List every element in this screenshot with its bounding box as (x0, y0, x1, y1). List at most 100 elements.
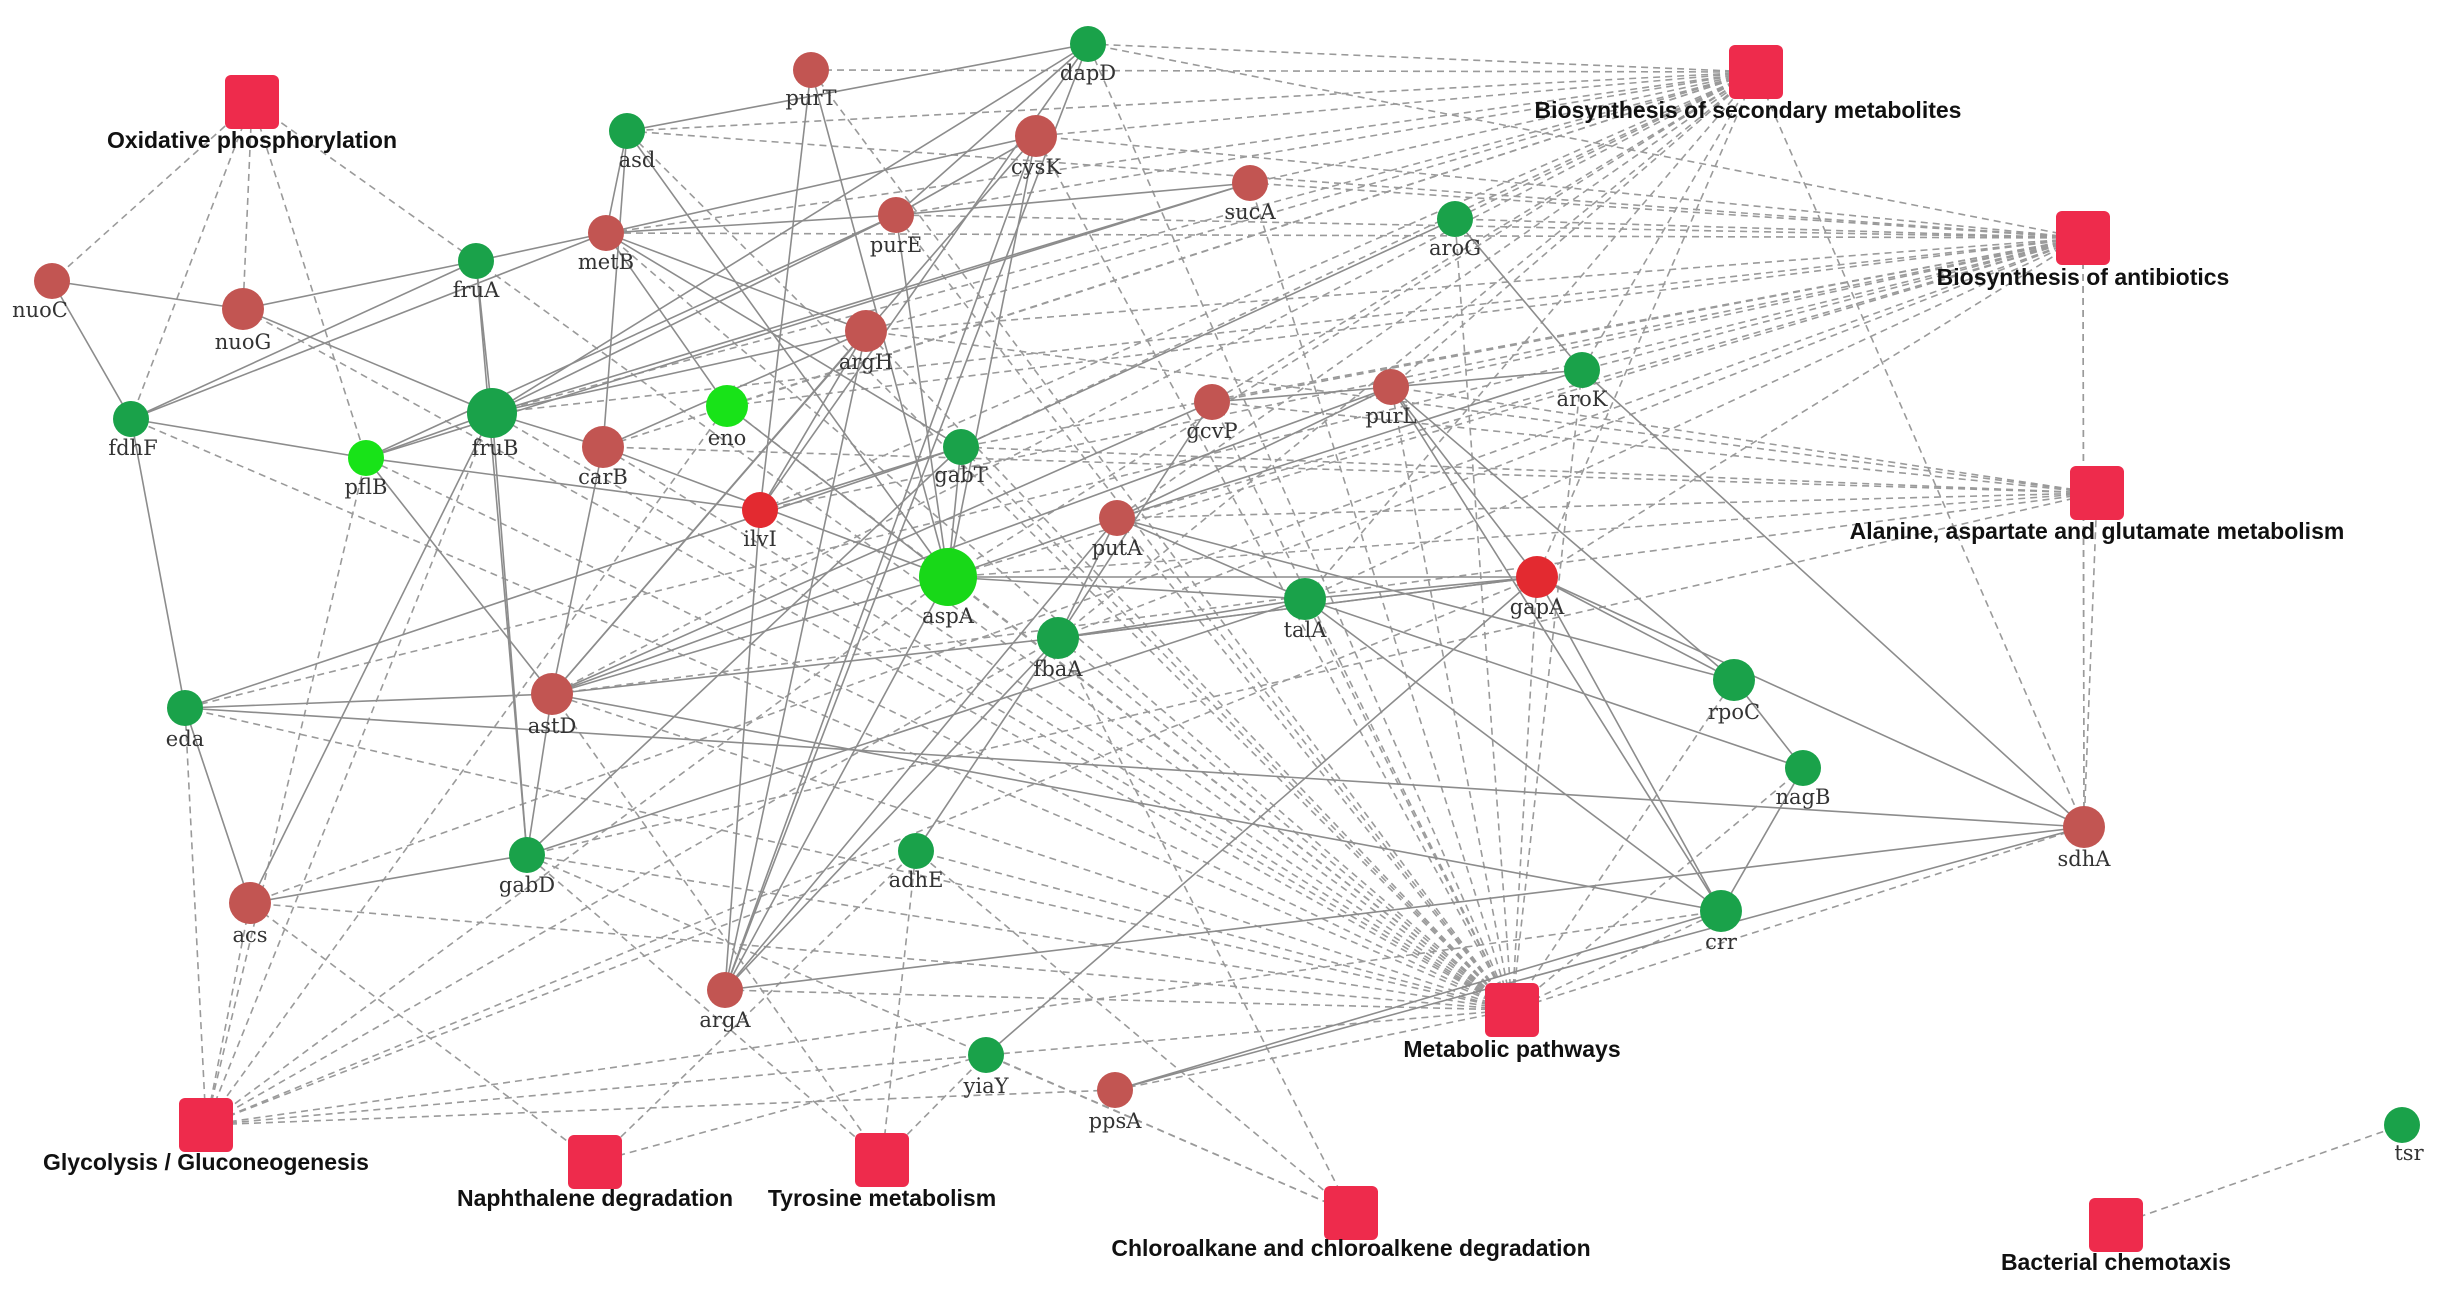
pathway-edge-glyco-ppsA (205, 1089, 1116, 1126)
pathway-node-antibio[interactable]: Biosynthesis of antibiotics (1937, 211, 2230, 290)
gene-node-nuoC[interactable]: nuoC (12, 263, 70, 322)
gene-circle (1516, 556, 1558, 598)
pathway-edge-metab-cysK (1035, 135, 1513, 1011)
pathway-node-glyco[interactable]: Glycolysis / Gluconeogenesis (43, 1098, 369, 1175)
pathway-edge-metab-gabD (526, 854, 1513, 1011)
pathway-edge-metab-carB (602, 446, 1513, 1011)
gene-label-argA: argA (699, 1008, 751, 1032)
pathway-edge-alaasp-gabD (526, 492, 2098, 856)
gene-edge-purT-ilvI (759, 69, 812, 511)
gene-node-aroK[interactable]: aroK (1557, 352, 1608, 411)
gene-node-fbaA[interactable]: fbaA (1034, 617, 1084, 681)
pathway-node-naph[interactable]: Naphthalene degradation (457, 1135, 733, 1211)
gene-node-fruA[interactable]: fruA (453, 243, 500, 302)
gene-node-fdhF[interactable]: fdhF (108, 401, 158, 460)
gene-node-tsr[interactable]: tsr (2384, 1107, 2425, 1165)
gene-node-putA[interactable]: putA (1092, 500, 1143, 560)
gene-node-eno[interactable]: eno (706, 385, 748, 450)
pathway-node-alaasp[interactable]: Alanine, aspartate and glutamate metabol… (1850, 466, 2345, 544)
pathway-node-chemo[interactable]: Bacterial chemotaxis (2001, 1198, 2231, 1275)
gene-node-talA[interactable]: talA (1284, 578, 1328, 642)
gene-circle (1070, 26, 1106, 62)
gene-node-purL[interactable]: purL (1366, 369, 1417, 428)
gene-node-gcvP[interactable]: gcvP (1186, 384, 1238, 443)
gene-node-argH[interactable]: argH (839, 310, 893, 374)
gene-edge-ilvI-argA (724, 509, 761, 991)
pathway-edge-metab-adhE (915, 850, 1513, 1011)
gene-node-dapD[interactable]: dapD (1060, 26, 1116, 85)
pathway-edge-secmet-gapA (1536, 71, 1757, 578)
gene-node-nagB[interactable]: nagB (1776, 750, 1831, 809)
gene-label-ppsA: ppsA (1089, 1109, 1143, 1133)
gene-circle (1194, 384, 1230, 420)
gene-node-eda[interactable]: eda (166, 690, 204, 751)
gene-edge-purL-crr (1390, 386, 1722, 912)
gene-label-adhE: adhE (889, 868, 944, 892)
gene-edge-astD-pflB (365, 457, 553, 695)
gene-node-fruB[interactable]: fruB (467, 388, 518, 460)
gene-node-sdhA[interactable]: sdhA (2058, 806, 2112, 871)
gene-node-ilvI[interactable]: ilvI (742, 492, 778, 551)
pathway-label-metab: Metabolic pathways (1403, 1036, 1620, 1062)
pathway-node-metab[interactable]: Metabolic pathways (1403, 983, 1621, 1062)
gene-node-sucA[interactable]: sucA (1224, 165, 1276, 224)
gene-node-adhE[interactable]: adhE (889, 833, 944, 892)
pathway-edge-tyro-gabD (526, 854, 883, 1161)
pathway-edge-antibio-sdhA (2082, 237, 2085, 828)
gene-edge-asd-carB (602, 130, 628, 448)
gene-node-rpoC[interactable]: rpoC (1708, 659, 1760, 724)
pathway-edge-chloro-gabD (526, 854, 1352, 1214)
gene-node-gapA[interactable]: gapA (1510, 556, 1565, 619)
gene-label-ilvI: ilvI (743, 527, 777, 551)
gene-node-ppsA[interactable]: ppsA (1089, 1072, 1143, 1133)
gene-node-acs[interactable]: acs (229, 882, 271, 947)
gene-node-gabD[interactable]: gabD (499, 837, 555, 897)
gene-node-purE[interactable]: purE (870, 197, 922, 257)
gene-edge-aspA-argA (724, 576, 949, 991)
gene-edge-eda-sdhA (184, 707, 2085, 828)
pathway-node-oxphos[interactable]: Oxidative phosphorylation (107, 75, 397, 153)
pathway-edge-sdhA-alaasp (2083, 492, 2098, 828)
gene-edge-eda-acs (184, 707, 251, 904)
pathway-edge-secmet-purT (810, 69, 1757, 73)
gene-label-cysK: cysK (1011, 155, 1061, 179)
gene-node-nuoG[interactable]: nuoG (215, 288, 271, 354)
pathway-edge-metab-putA (1116, 517, 1513, 1011)
pathway-edge-glyco-eda (184, 707, 207, 1126)
pathway-edge-antibio-purL (1390, 237, 2084, 388)
pathway-node-tyro[interactable]: Tyrosine metabolism (768, 1133, 996, 1211)
gene-edge-crr-astD (551, 693, 1722, 912)
gene-node-aroG[interactable]: aroG (1429, 201, 1481, 260)
gene-node-purT[interactable]: purT (785, 52, 837, 110)
gene-node-astD[interactable]: astD (528, 673, 577, 738)
gene-circle (845, 310, 887, 352)
gene-node-gabT[interactable]: gabT (934, 429, 988, 487)
pathway-edge-secmet-fruB (491, 71, 1757, 414)
gene-node-cysK[interactable]: cysK (1011, 115, 1061, 179)
gene-node-asd[interactable]: asd (609, 113, 655, 172)
gene-node-yiaY[interactable]: yiaY (963, 1037, 1010, 1098)
pathway-edge-glyco-yiaY (205, 1054, 987, 1126)
pathway-edge-antibio-aroG (1454, 218, 2084, 239)
gene-label-sucA: sucA (1224, 200, 1276, 224)
gene-label-putA: putA (1092, 536, 1143, 560)
gene-circle (742, 492, 778, 528)
gene-node-crr[interactable]: crr (1700, 890, 1742, 954)
gene-edge-fdhF-metB (130, 232, 607, 420)
pathway-edge-antibio-metB (605, 232, 2084, 239)
gene-edge-putA-rpoC (1116, 517, 1735, 681)
gene-edge-aspA-talA (947, 576, 1306, 600)
pathway-edge-metab-fbaA (1057, 637, 1513, 1011)
gene-node-metB[interactable]: metB (578, 215, 634, 274)
gene-edge-gabT-eda (184, 446, 962, 709)
gene-node-aspA[interactable]: aspA (919, 548, 977, 628)
gene-node-argA[interactable]: argA (699, 972, 751, 1032)
pathway-edge-glyco-fruB (205, 412, 493, 1126)
pathway-node-chloro[interactable]: Chloroalkane and chloroalkene degradatio… (1111, 1186, 1591, 1261)
pathway-node-secmet[interactable]: Biosynthesis of secondary metabolites (1535, 45, 1962, 123)
gene-node-pflB[interactable]: pflB (345, 440, 388, 499)
gene-edge-pflB-ilvI (365, 457, 761, 511)
gene-edge-aroG-gabT (960, 218, 1456, 448)
gene-node-carB[interactable]: carB (578, 426, 628, 489)
